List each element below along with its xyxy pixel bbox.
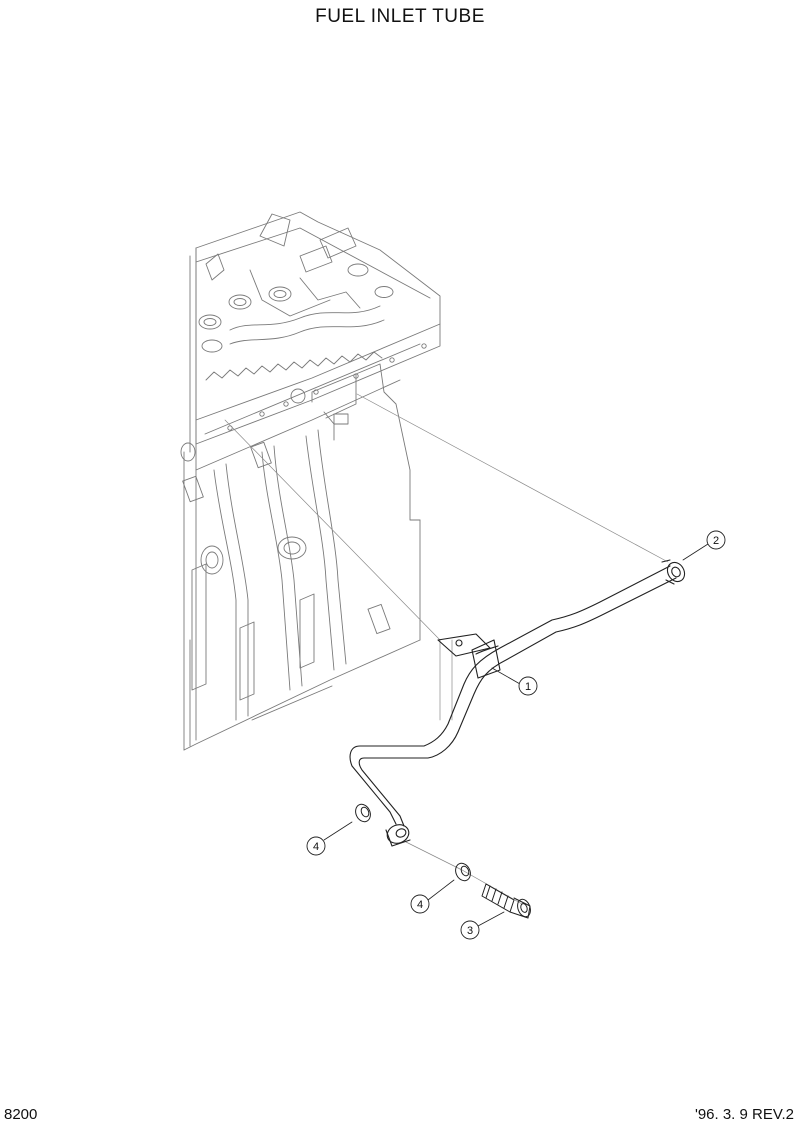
callout-bubble-1: 1 xyxy=(518,676,538,696)
callout-number: 4 xyxy=(417,899,423,911)
callout-number: 2 xyxy=(713,535,719,547)
callout-number: 3 xyxy=(467,925,473,937)
callout-bubble-4-upper: 4 xyxy=(306,836,326,856)
assembly-leader-lines xyxy=(224,393,669,905)
page-title: FUEL INLET TUBE xyxy=(315,6,485,27)
callout-number: 1 xyxy=(525,681,531,693)
callout-bubble-3: 3 xyxy=(460,920,480,940)
banjo-bolt xyxy=(481,883,531,919)
sealing-washer-upper xyxy=(355,803,371,823)
callout-bubble-2: 2 xyxy=(706,530,726,550)
fuel-inlet-tube xyxy=(349,559,686,847)
revision-date: '96. 3. 9 REV.2 xyxy=(694,1106,794,1123)
engine-block xyxy=(180,211,441,751)
page-code: 8200 xyxy=(4,1106,38,1123)
callout-leaders xyxy=(323,543,709,927)
callout-bubble-4-lower: 4 xyxy=(410,894,430,914)
callout-number: 4 xyxy=(313,841,319,853)
sealing-washer-lower xyxy=(455,862,471,882)
